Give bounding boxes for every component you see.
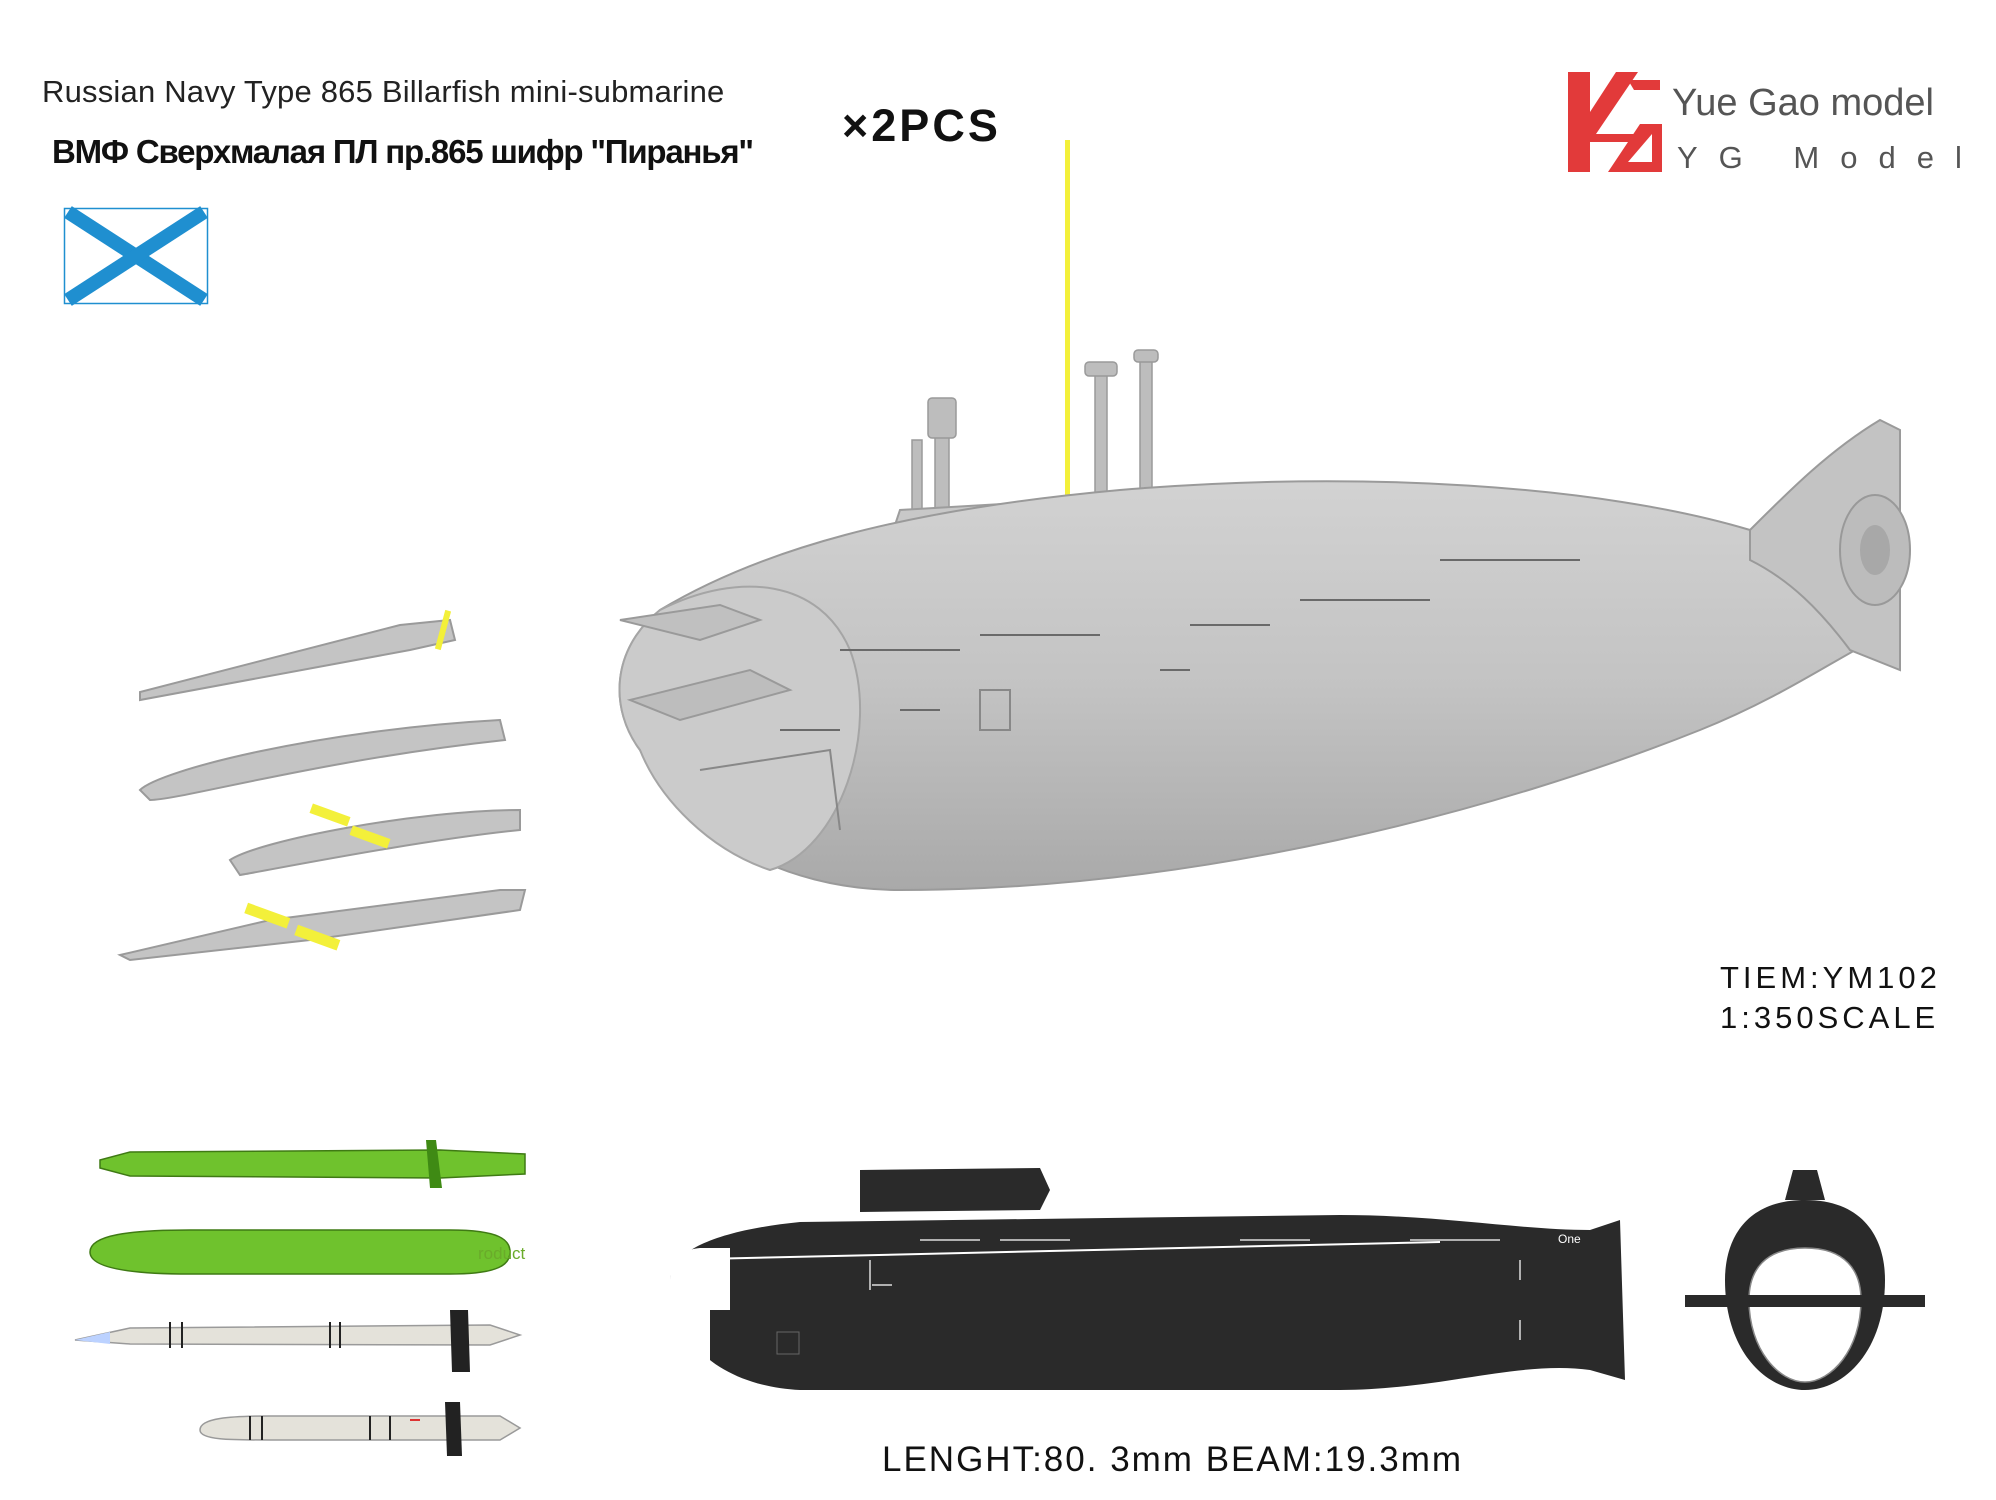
torpedo-2 — [138, 718, 507, 802]
st-andrews-flag-icon — [63, 206, 209, 306]
masts — [911, 349, 1159, 561]
submarine-side-profile — [659, 1168, 1625, 1390]
submarine-front-view — [1685, 1170, 1925, 1390]
title-russian: ВМФ Сверхмалая ПЛ пр.865 шифр "Пиранья" — [52, 133, 754, 170]
torpedo-green-1 — [99, 1149, 526, 1179]
missile-white-1 — [74, 1324, 523, 1346]
one-label: One — [1558, 1232, 1581, 1246]
missile-white-2 — [199, 1415, 522, 1441]
torpedo-1 — [139, 618, 457, 702]
torpedo-green-2 — [89, 1229, 511, 1275]
submarine-3d-render — [618, 140, 1911, 892]
dimensions-label: LENGHT:80. 3mm BEAM:19.3mm — [882, 1440, 1464, 1479]
yg-logo-icon — [1568, 72, 1662, 172]
torpedo-missile-group-gray — [117, 609, 527, 962]
item-code: TIEM:YM102 — [1720, 960, 1941, 995]
brand-subtitle: YG Model — [1677, 140, 1983, 175]
missile-2 — [117, 889, 527, 962]
antenna-highlight — [1065, 140, 1070, 510]
quantity-label: ×2PCS — [842, 100, 1001, 151]
title-english: Russian Navy Type 865 Billarfish mini-su… — [42, 74, 725, 109]
brand-name: Yue Gao model — [1672, 82, 1934, 124]
ordnance-profiles-colored — [74, 1140, 526, 1456]
scale-label: 1:350SCALE — [1720, 1000, 1940, 1035]
product-label: roduct — [478, 1244, 526, 1263]
